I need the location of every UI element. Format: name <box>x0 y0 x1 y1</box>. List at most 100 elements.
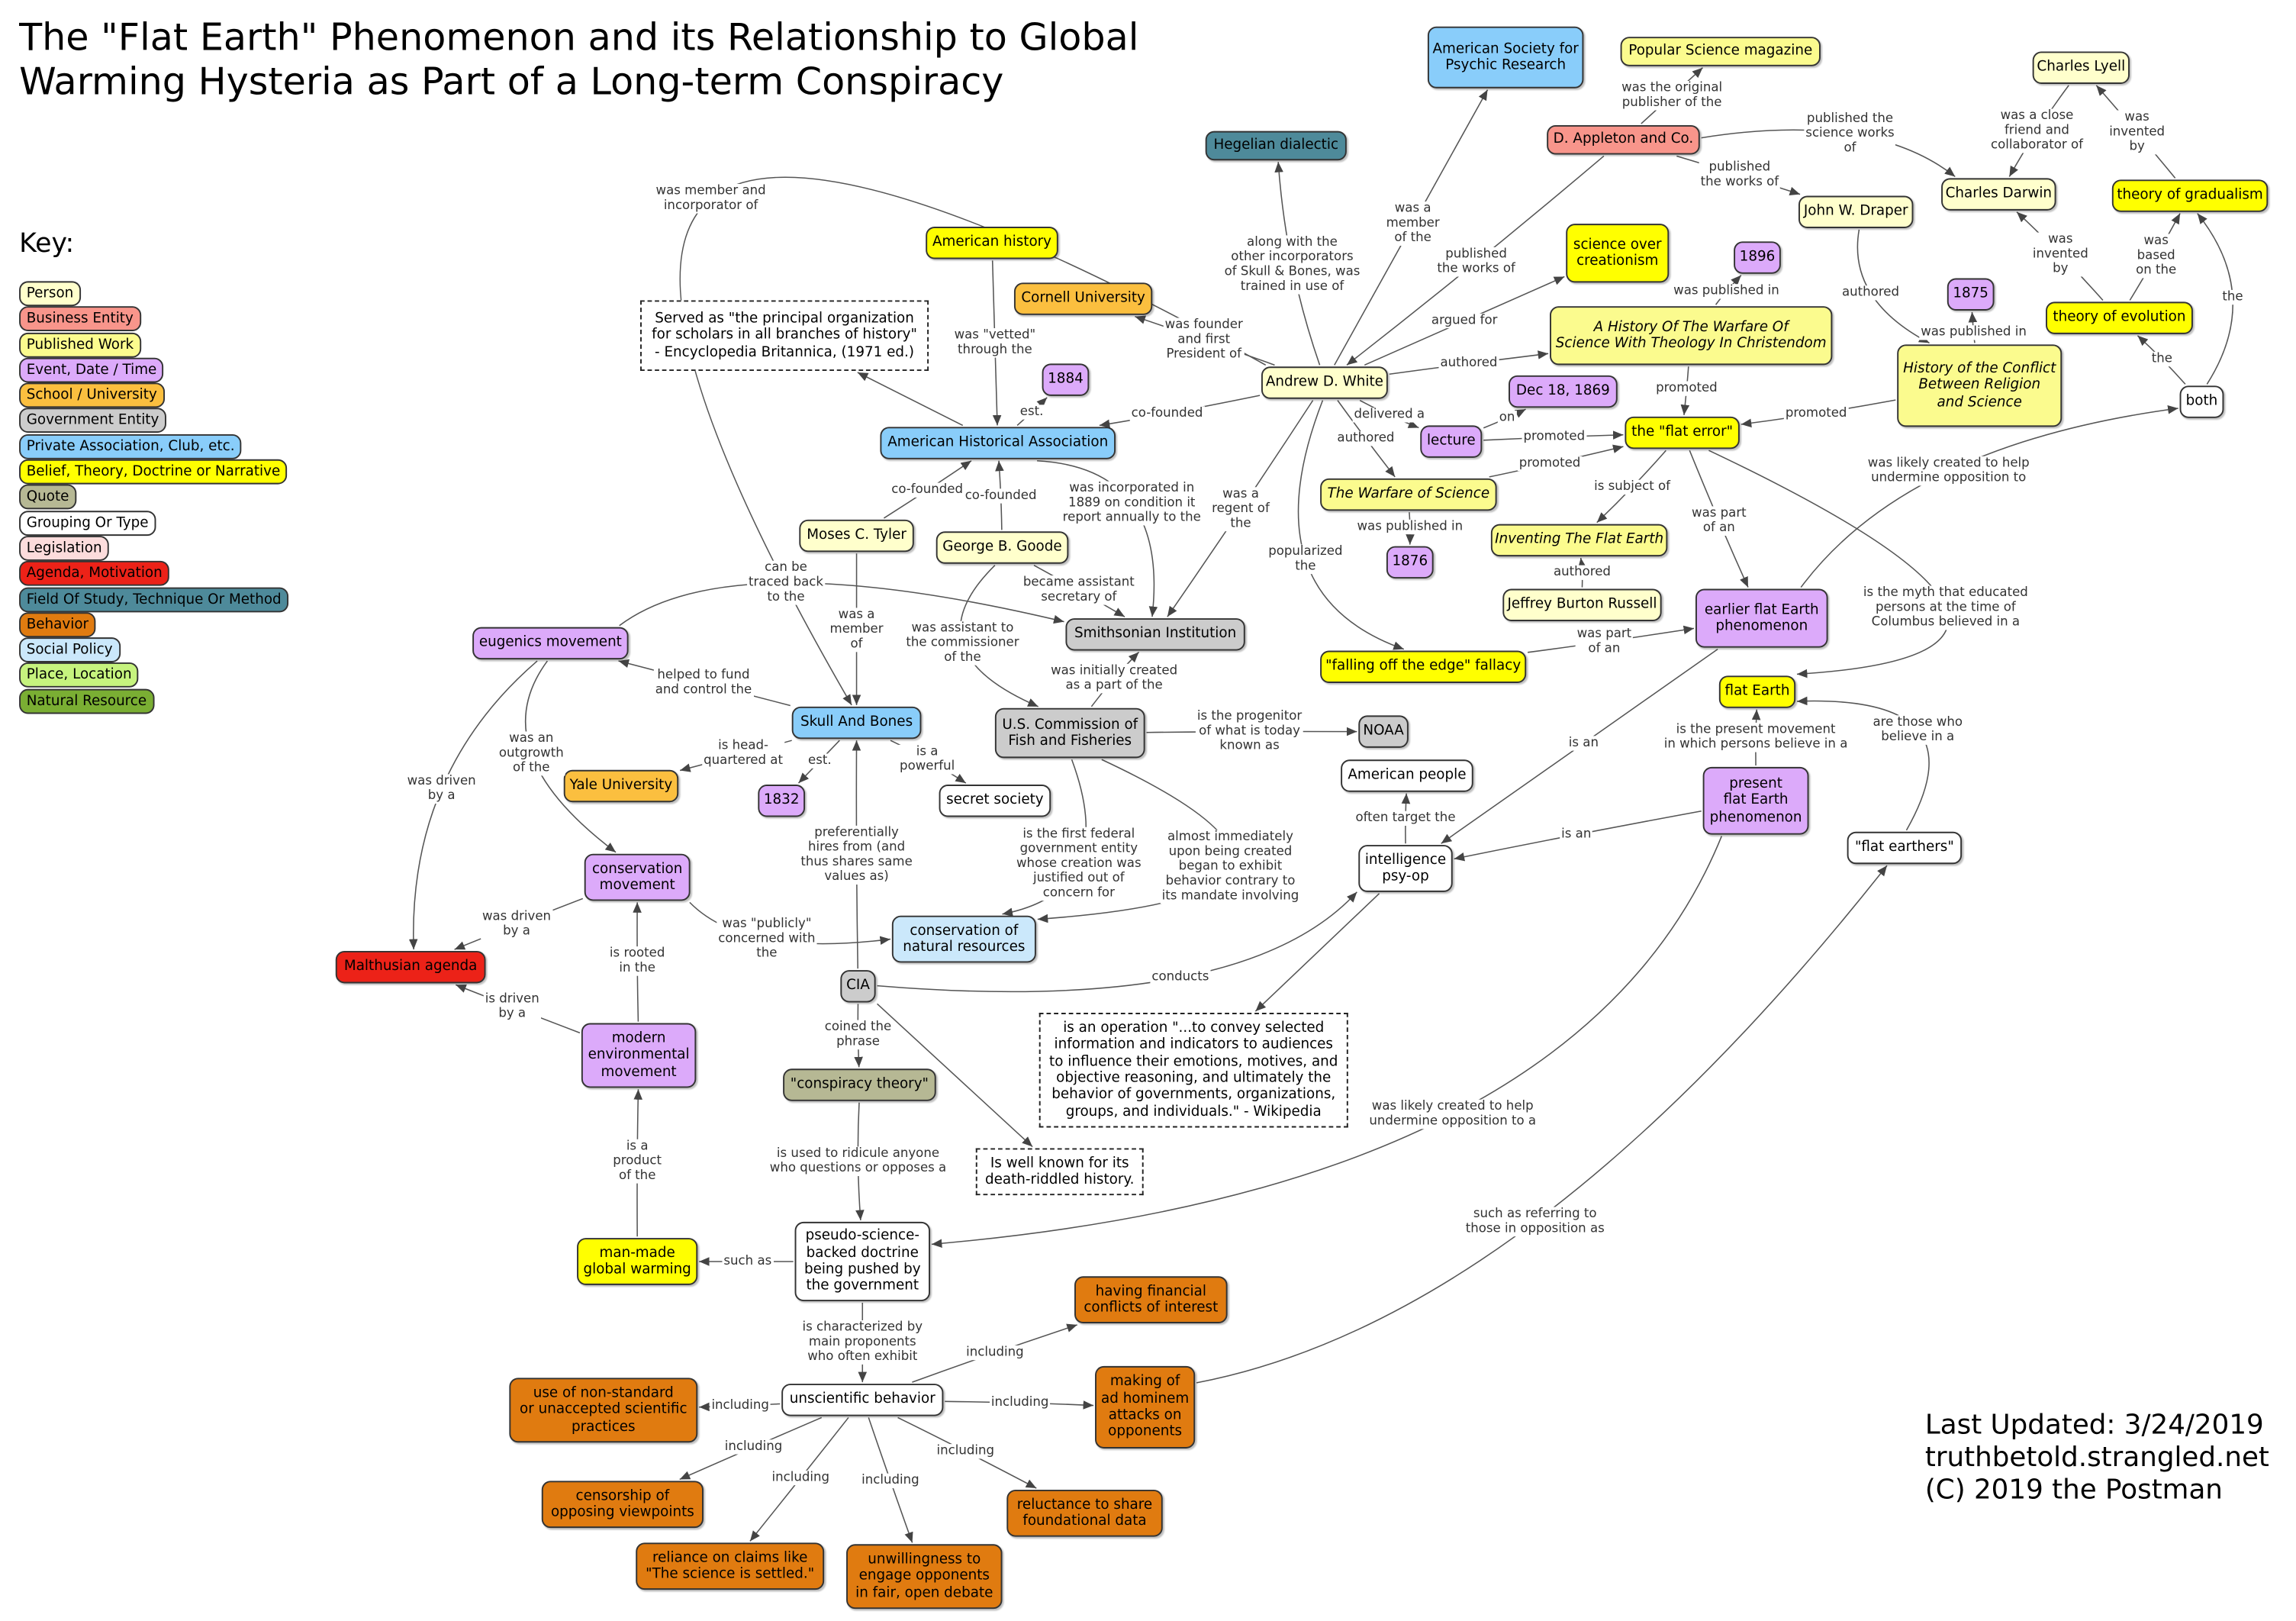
legend-item-legislation: Legislation <box>19 530 288 561</box>
edge-label: the <box>2220 289 2245 305</box>
edge-label: such as <box>722 1254 774 1269</box>
node-psyop: intelligence psy-op <box>1358 845 1453 892</box>
node-skull: Skull And Bones <box>791 706 922 740</box>
node-unwilling: unwillingness to engage opponents in fai… <box>846 1544 1003 1610</box>
edge-label: popularized the <box>1267 544 1344 575</box>
node-aspr: American Society for Psychic Research <box>1427 26 1584 89</box>
edge-earlierfe-to-both <box>1800 405 2178 588</box>
edge-label: is a product of the <box>611 1139 663 1184</box>
legend-item-school: School / University <box>19 377 288 408</box>
edge-label: is a powerful <box>898 744 957 775</box>
node-fishcomm: U.S. Commission of Fish and Fisheries <box>994 707 1145 759</box>
edge-label: can be traced back to the <box>747 560 825 605</box>
legend-swatch-label: Government Entity <box>19 408 166 434</box>
edge-label: authored <box>1335 431 1396 446</box>
edge-label: promoted <box>1522 430 1587 445</box>
node-creationism: science over creationism <box>1566 224 1670 283</box>
edge-label: is used to ridicule anyone who questions… <box>768 1146 948 1177</box>
node-flatearth: flat Earth <box>1718 675 1796 708</box>
legend-item-published: Published Work <box>19 326 288 357</box>
edge-label: est. <box>1018 404 1045 420</box>
edge-label: was likely created to help undermine opp… <box>1367 1099 1538 1130</box>
edge-label: is the first federal government entity w… <box>1015 827 1143 901</box>
edge-label: delivered a <box>1352 408 1426 423</box>
edge-label: coined the phrase <box>823 1020 894 1050</box>
node-amhistory: American history <box>926 227 1058 259</box>
edge-label: such as referring to those in opposition… <box>1464 1207 1606 1237</box>
node-y1875: 1875 <box>1947 278 1995 311</box>
node-malthus: Malthusian agenda <box>335 951 486 984</box>
edge-label: was an outgrowth of the <box>497 731 565 776</box>
edge-label: was assistant to the commissioner of the <box>904 620 1021 665</box>
footer-credits: Last Updated: 3/24/2019 truthbetold.stra… <box>1924 1410 2269 1507</box>
legend-item-place: Place, Location <box>19 657 288 688</box>
edge-label: including <box>860 1473 921 1489</box>
edge-label: was "vetted" through the <box>952 328 1038 358</box>
legend-swatch-label: Belief, Theory, Doctrine or Narrative <box>19 459 288 485</box>
edge-eugenics-to-malthus <box>408 660 538 950</box>
node-y1832: 1832 <box>758 785 806 817</box>
legend-swatch-label: Place, Location <box>19 662 140 688</box>
node-cornell: Cornell University <box>1013 282 1153 315</box>
node-nonstandard: use of non-standard or unaccepted scient… <box>509 1378 698 1443</box>
node-warfareTheology: A History Of The Warfare Of Science With… <box>1550 306 1833 366</box>
node-ampeople: American people <box>1341 759 1473 792</box>
edge-label: was part of an <box>1690 506 1748 537</box>
node-unscientific: unscientific behavior <box>781 1384 944 1416</box>
node-y1884: 1884 <box>1042 363 1090 396</box>
legend-swatch-label: Behavior <box>19 612 96 637</box>
edge-label: was likely created to help undermine opp… <box>1866 456 2031 486</box>
node-lecture: lecture <box>1420 425 1483 458</box>
node-gradualism: theory of gradualism <box>2111 179 2269 212</box>
edge-label: is the present movement in which persons… <box>1662 722 1850 752</box>
edge-label: including <box>770 1470 831 1486</box>
edge-label: is head- quartered at <box>702 739 784 769</box>
edge-label: the <box>2149 351 2174 367</box>
node-deathbox: Is well known for its death-riddled hist… <box>975 1148 1144 1196</box>
edge-label: authored <box>1552 565 1612 580</box>
edge-label: published the works of <box>1435 247 1517 277</box>
legend-item-natural: Natural Resource <box>19 682 288 714</box>
node-falling: "falling off the edge" fallacy <box>1320 650 1527 683</box>
node-hegel: Hegelian dialectic <box>1205 131 1347 161</box>
node-quote2: is an operation "...to convey selected i… <box>1039 1013 1348 1128</box>
edge-label: is the myth that educated persons at the… <box>1862 585 2030 630</box>
node-mmgw: man-made global warming <box>577 1238 698 1285</box>
node-y1876: 1876 <box>1386 546 1434 579</box>
node-secret: secret society <box>939 785 1051 817</box>
edge-label: was based on the <box>2134 234 2178 279</box>
node-earlierfe: earlier flat Earth phenomenon <box>1695 588 1828 648</box>
edge-label: authored <box>1438 356 1499 372</box>
edge-label: including <box>710 1398 771 1413</box>
edge-label: conducts <box>1150 970 1211 985</box>
edge-label: co-founded <box>963 488 1039 504</box>
edge-label: co-founded <box>1129 406 1205 421</box>
edge-label: is driven by a <box>483 991 541 1022</box>
edge-label: was invented by <box>2030 232 2090 277</box>
edge-label: was driven by a <box>481 909 552 939</box>
edge-label: is rooted in the <box>608 946 667 976</box>
node-aha: American Historical Association <box>880 427 1116 459</box>
edge-psyop-to-quote2 <box>1254 893 1380 1012</box>
edge-label: was invented by <box>2108 110 2166 155</box>
legend-item-quote: Quote <box>19 479 288 511</box>
edge-label: was founder and first President of <box>1163 317 1245 363</box>
node-warfare: The Warfare of Science <box>1320 478 1497 511</box>
edge-label: almost immediately upon being created be… <box>1160 830 1301 904</box>
edge-label: was "publicly" concerned with the <box>716 917 817 962</box>
node-reluctance: reluctance to share foundational data <box>1006 1489 1163 1537</box>
edge-label: was member and incorporator of <box>654 184 768 214</box>
node-russell: Jeffrey Burton Russell <box>1502 588 1662 621</box>
legend-swatch-label: Field Of Study, Technique Or Method <box>19 586 289 612</box>
node-white: Andrew D. White <box>1261 366 1388 399</box>
edge-label: was a member of the <box>1384 201 1441 247</box>
legend-item-government: Government Entity <box>19 402 288 434</box>
edge-label: was initially created as a part of the <box>1049 663 1180 694</box>
node-conflict: History of the Conflict Between Religion… <box>1897 344 2063 427</box>
node-lyell: Charles Lyell <box>2032 51 2130 84</box>
node-consmov: conservation movement <box>584 853 691 901</box>
legend-swatch-label: School / University <box>19 382 165 408</box>
edge-label: co-founded <box>890 482 964 498</box>
legend-swatch-label: Event, Date / Time <box>19 357 164 383</box>
